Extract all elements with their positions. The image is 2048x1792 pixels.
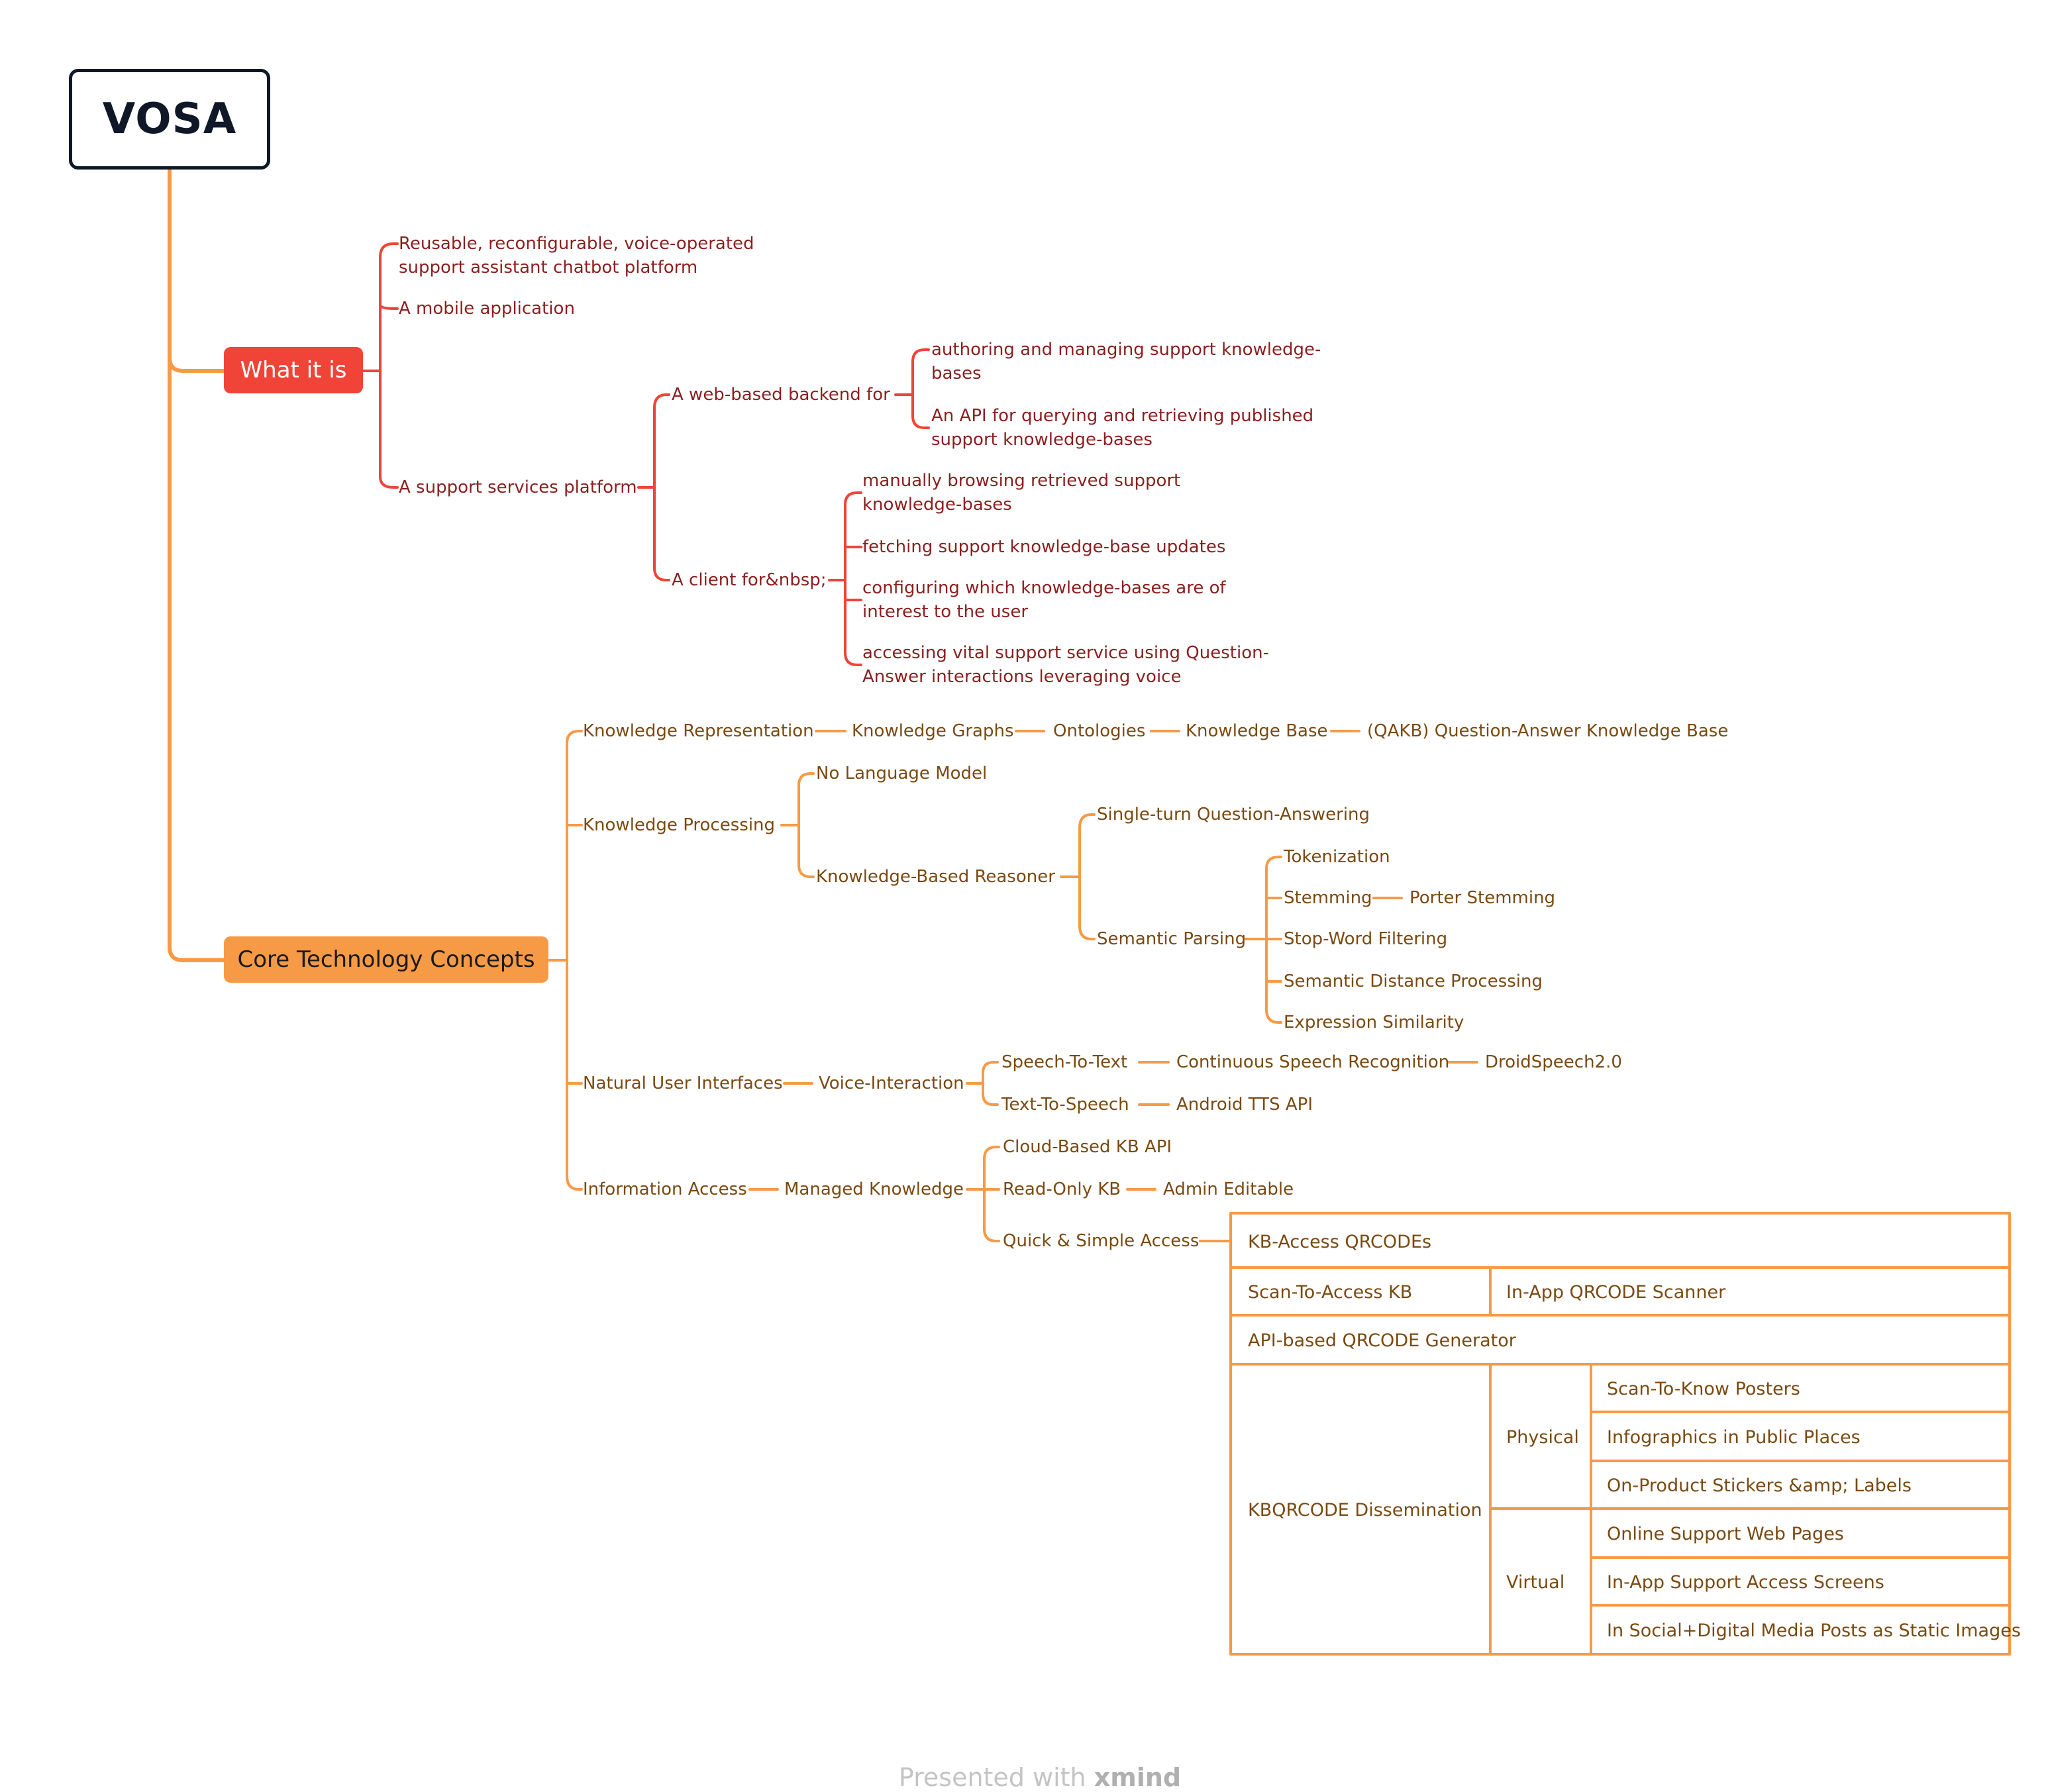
root-topic[interactable]: VOSA	[69, 69, 270, 170]
topic-knowledge-processing[interactable]: Knowledge Processing	[583, 815, 776, 835]
topic-semantic-parsing[interactable]: Semantic Parsing	[1097, 929, 1247, 949]
topic-no-language-model[interactable]: No Language Model	[816, 764, 988, 783]
topic-knowledge-base[interactable]: Knowledge Base	[1186, 721, 1328, 741]
topic-configuring[interactable]: configuring which knowledge-bases are of…	[862, 578, 1226, 622]
table-cell-in-app-scanner[interactable]: In-App QRCODE Scanner	[1506, 1281, 1726, 1303]
topic-knowledge-graphs[interactable]: Knowledge Graphs	[852, 721, 1014, 741]
topic-accessing[interactable]: accessing vital support service using Qu…	[862, 643, 1269, 687]
topic-information-access[interactable]: Information Access	[583, 1179, 747, 1199]
topic-qakb[interactable]: (QAKB) Question-Answer Knowledge Base	[1367, 721, 1729, 741]
topic-admin-editable[interactable]: Admin Editable	[1163, 1179, 1294, 1199]
topic-text-to-speech[interactable]: Text-To-Speech	[1001, 1095, 1129, 1115]
branch-what-it-is[interactable]: What it is	[224, 347, 363, 393]
topic-speech-to-text[interactable]: Speech-To-Text	[1001, 1052, 1128, 1072]
topic-kb-api[interactable]: An API for querying and retrieving publi…	[931, 406, 1314, 450]
topic-fetching[interactable]: fetching support knowledge-base updates	[862, 537, 1226, 557]
topic-managed-knowledge[interactable]: Managed Knowledge	[784, 1179, 964, 1199]
topic-web-backend[interactable]: A web-based backend for	[672, 385, 890, 405]
footer-credit: Presented with xmind	[0, 1763, 2048, 1792]
topic-browsing[interactable]: manually browsing retrieved support know…	[862, 471, 1181, 515]
topic-mobile-app[interactable]: A mobile application	[399, 299, 575, 319]
topic-read-only-kb[interactable]: Read-Only KB	[1003, 1179, 1121, 1199]
topic-natural-user-interfaces[interactable]: Natural User Interfaces	[583, 1073, 783, 1093]
xmind-logo: xmind	[1094, 1763, 1182, 1792]
branch-core-technology[interactable]: Core Technology Concepts	[224, 936, 548, 983]
topic-cloud-kb-api[interactable]: Cloud-Based KB API	[1003, 1137, 1172, 1157]
table-cell-physical[interactable]: Physical	[1506, 1426, 1579, 1448]
table-cell-social-media[interactable]: In Social+Digital Media Posts as Static …	[1607, 1620, 2021, 1641]
topic-client[interactable]: A client for&nbsp;	[672, 570, 827, 590]
branch-label: What it is	[240, 357, 347, 383]
topic-authoring[interactable]: authoring and managing support knowledge…	[931, 340, 1321, 383]
table-cell-api-generator[interactable]: API-based QRCODE Generator	[1248, 1330, 1516, 1351]
topic-support-platform[interactable]: A support services platform	[399, 477, 637, 497]
topic-android-tts[interactable]: Android TTS API	[1176, 1095, 1313, 1115]
topic-knowledge-representation[interactable]: Knowledge Representation	[583, 721, 814, 741]
topic-voice-interaction[interactable]: Voice-Interaction	[819, 1073, 964, 1093]
table-header-kb-access[interactable]: KB-Access QRCODEs	[1248, 1231, 1432, 1252]
topic-ontologies[interactable]: Ontologies	[1053, 721, 1146, 741]
topic-stop-word-filtering[interactable]: Stop-Word Filtering	[1284, 929, 1448, 949]
topic-quick-simple-access[interactable]: Quick & Simple Access	[1003, 1231, 1200, 1251]
topic-semantic-distance[interactable]: Semantic Distance Processing	[1284, 971, 1543, 991]
table-cell-virtual[interactable]: Virtual	[1506, 1571, 1565, 1593]
topic-continuous-speech[interactable]: Continuous Speech Recognition	[1176, 1052, 1450, 1072]
table-cell-app-screens[interactable]: In-App Support Access Screens	[1607, 1571, 1884, 1593]
table-cell-stickers[interactable]: On-Product Stickers &amp; Labels	[1607, 1475, 1912, 1496]
root-title: VOSA	[102, 95, 237, 144]
table-cell-posters[interactable]: Scan-To-Know Posters	[1607, 1378, 1800, 1399]
topic-droidspeech[interactable]: DroidSpeech2.0	[1485, 1052, 1622, 1072]
table-cell-scan-to-access[interactable]: Scan-To-Access KB	[1248, 1281, 1413, 1303]
table-cell-web-pages[interactable]: Online Support Web Pages	[1607, 1523, 1844, 1544]
topic-single-turn-qa[interactable]: Single-turn Question-Answering	[1097, 805, 1370, 824]
table-cell-infographics[interactable]: Infographics in Public Places	[1607, 1426, 1861, 1448]
topic-stemming[interactable]: Stemming	[1284, 888, 1372, 908]
topic-reusable[interactable]: Reusable, reconfigurable, voice-operated…	[399, 234, 754, 277]
topic-expression-similarity[interactable]: Expression Similarity	[1284, 1013, 1464, 1032]
topic-tokenization[interactable]: Tokenization	[1284, 847, 1390, 867]
topic-kb-reasoner[interactable]: Knowledge-Based Reasoner	[816, 867, 1055, 887]
topic-porter-stemming[interactable]: Porter Stemming	[1409, 888, 1556, 908]
table-cell-dissemination[interactable]: KBQRCODE Dissemination	[1248, 1499, 1482, 1520]
footer-prefix: Presented with	[898, 1763, 1086, 1792]
branch-label: Core Technology Concepts	[237, 946, 535, 973]
